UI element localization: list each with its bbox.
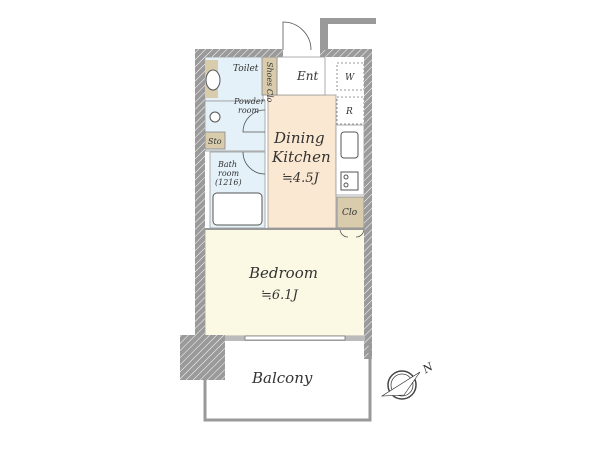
dining-kitchen-area <box>267 94 337 229</box>
powder-room-label: Powder <box>233 97 266 106</box>
wall <box>328 18 376 24</box>
burner-icon <box>343 174 349 180</box>
balcony-outline <box>203 341 372 422</box>
stove-icon <box>340 171 359 191</box>
balcony-label: Balcony <box>251 369 313 387</box>
wall <box>195 49 205 339</box>
compass-north-label: N <box>420 360 436 377</box>
entrance-label: Ent <box>296 69 318 83</box>
wall <box>195 49 283 57</box>
compass-icon: N <box>380 360 436 400</box>
window[interactable] <box>244 335 346 341</box>
dining-kitchen-label: Dining <box>273 129 325 147</box>
refrigerator-label: R <box>345 107 353 117</box>
bedroom-area <box>204 228 366 337</box>
closet-label: Clo <box>342 208 358 218</box>
toilet-label: Toilet <box>233 64 259 74</box>
washer-label: W <box>345 73 355 83</box>
powder-room-label: room <box>238 106 259 115</box>
bath-room-label: room <box>218 169 239 178</box>
wall <box>205 228 365 230</box>
dining-kitchen-area-value: ≒4.5J <box>282 171 320 186</box>
storage-label: Sto <box>208 137 222 146</box>
kitchen-sink-icon <box>340 131 359 159</box>
bathtub-icon <box>212 192 263 226</box>
wall <box>364 49 372 359</box>
bath-room-label: Bath <box>217 160 237 169</box>
bedroom-label: Bedroom <box>248 264 318 282</box>
bath-room-size: (1216) <box>215 178 242 187</box>
wall <box>320 49 372 57</box>
shoes-closet-label: Shoes Clo <box>265 62 274 103</box>
entrance-door[interactable] <box>282 21 312 51</box>
burner-icon <box>343 182 349 188</box>
column <box>180 335 225 380</box>
bedroom-area-value: ≒6.1J <box>261 288 299 303</box>
sink-icon <box>209 111 221 123</box>
toilet-icon <box>205 69 221 91</box>
bath-room-door[interactable] <box>242 151 266 175</box>
wall <box>320 18 328 50</box>
entrance-area <box>276 56 326 96</box>
dining-kitchen-label: Kitchen <box>271 148 331 166</box>
powder-room-door[interactable] <box>242 109 266 133</box>
